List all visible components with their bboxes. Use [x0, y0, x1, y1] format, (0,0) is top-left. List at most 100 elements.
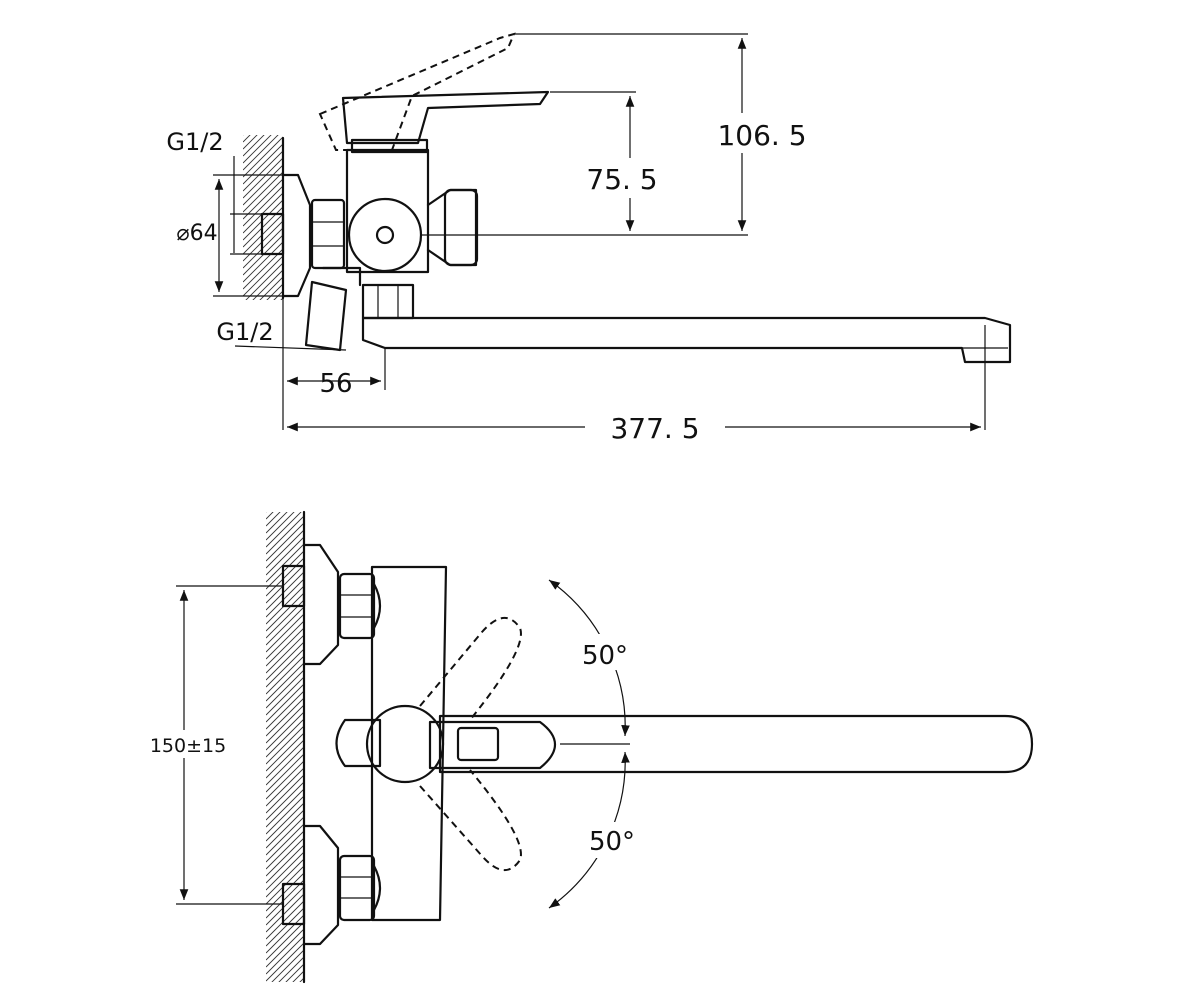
- dim-angle-up: 50°: [582, 641, 628, 671]
- hatch-line: [266, 907, 304, 947]
- hatch-line: [266, 788, 304, 828]
- hatch-line: [243, 157, 283, 199]
- hatch-line: [266, 512, 295, 541]
- hatch-line: [266, 823, 304, 863]
- pipe-stub: [260, 212, 285, 256]
- hatch-line: [266, 872, 304, 912]
- hatch-line: [266, 711, 304, 751]
- hatch-line: [266, 669, 304, 709]
- hatch-line: [259, 276, 283, 300]
- hatch-line: [266, 760, 304, 800]
- hatch-line: [243, 135, 272, 164]
- hatch-line: [266, 571, 304, 611]
- hatch-line: [266, 732, 304, 772]
- hatch-line: [292, 970, 304, 982]
- hatch-line: [266, 746, 304, 786]
- hatch-line: [273, 290, 283, 300]
- lever-front: [428, 720, 556, 770]
- hatch-line: [243, 135, 279, 171]
- hatch-line: [243, 135, 265, 157]
- hatch-line: [243, 178, 283, 220]
- hatch-line: [266, 774, 304, 814]
- dim-diameter: ⌀64: [176, 221, 217, 246]
- hatch-line: [243, 135, 251, 143]
- hatch-line: [266, 550, 304, 590]
- hatch-line: [266, 844, 304, 884]
- hatch-line: [243, 241, 283, 283]
- hatch-line: [266, 634, 304, 674]
- hatch-line: [243, 136, 283, 178]
- lever-swing-down: [419, 769, 522, 871]
- dim-center-distance: 150±15: [150, 735, 226, 757]
- hatch-line: [266, 683, 304, 723]
- hatch-line: [243, 135, 244, 136]
- hatch-line: [243, 185, 283, 227]
- hatch-line: [266, 900, 304, 940]
- hatch-line: [266, 697, 304, 737]
- dim-offset: 56: [319, 369, 352, 399]
- hatch-line: [278, 956, 304, 982]
- hatch-line: [266, 641, 304, 681]
- hatch-line: [266, 627, 304, 667]
- hatch-line: [266, 718, 304, 758]
- hatch-line: [266, 536, 304, 576]
- bottom-outlet-nut: [361, 283, 415, 320]
- hatch-line: [266, 529, 304, 569]
- hatch-line: [266, 837, 304, 877]
- hatch-line: [266, 662, 304, 702]
- cartridge-cap: [365, 704, 445, 784]
- hatch-line: [243, 248, 283, 290]
- hatch-line: [266, 767, 304, 807]
- hatch-line: [266, 676, 304, 716]
- dim-angle-down: 50°: [589, 827, 635, 857]
- hatch-line: [285, 963, 304, 982]
- hatch-line: [266, 914, 304, 954]
- hatch-line: [266, 606, 304, 646]
- hatch-line: [266, 522, 304, 562]
- hatch-line: [243, 171, 283, 213]
- diverter-knob: [347, 197, 423, 273]
- hatch-line: [266, 928, 304, 968]
- hatch-line: [266, 578, 304, 618]
- hatch-line: [266, 592, 304, 632]
- hatch-line: [243, 143, 283, 185]
- hatch-line: [266, 879, 304, 919]
- hatch-line: [266, 283, 283, 300]
- hatch-line: [266, 809, 304, 849]
- hatch-line: [266, 690, 304, 730]
- hatch-line: [243, 150, 283, 192]
- hex-nut: [310, 198, 346, 270]
- spout-front: [438, 714, 1034, 774]
- hatch-line: [266, 512, 302, 548]
- wall-hatch-bottom: [266, 512, 304, 982]
- dim-thread-top: G1/2: [166, 128, 223, 156]
- mixer-body: [345, 148, 430, 274]
- hatch-line: [266, 858, 304, 898]
- hatch-line: [271, 949, 304, 982]
- hatch-line: [266, 816, 304, 856]
- hatch-line: [266, 725, 304, 765]
- hatch-line: [243, 255, 283, 297]
- hatch-line: [266, 564, 304, 604]
- dim-thread-bottom: G1/2: [216, 318, 273, 346]
- hatch-line: [266, 830, 304, 870]
- dim-height-lever: 106. 5: [717, 119, 806, 152]
- hatch-line: [266, 753, 304, 793]
- hatch-line: [266, 886, 304, 926]
- hatch-line: [266, 515, 304, 555]
- top-view: 50° 50° 150±15: [142, 510, 1034, 984]
- hatch-line: [266, 781, 304, 821]
- hatch-line: [266, 512, 281, 527]
- hatch-line: [299, 977, 304, 982]
- lever-handle: [341, 90, 550, 145]
- mixer-body-front: [370, 565, 448, 922]
- hatch-line: [266, 613, 304, 653]
- side-view: 106. 5 75. 5 G1/2 ⌀64 G1/2 56 377. 5: [166, 32, 1012, 445]
- hatch-line: [252, 269, 283, 300]
- hatch-line: [266, 648, 304, 688]
- hatch-line: [266, 512, 267, 513]
- hatch-line: [266, 942, 304, 982]
- hatch-line: [266, 802, 304, 842]
- lever-swing-up: [419, 617, 522, 721]
